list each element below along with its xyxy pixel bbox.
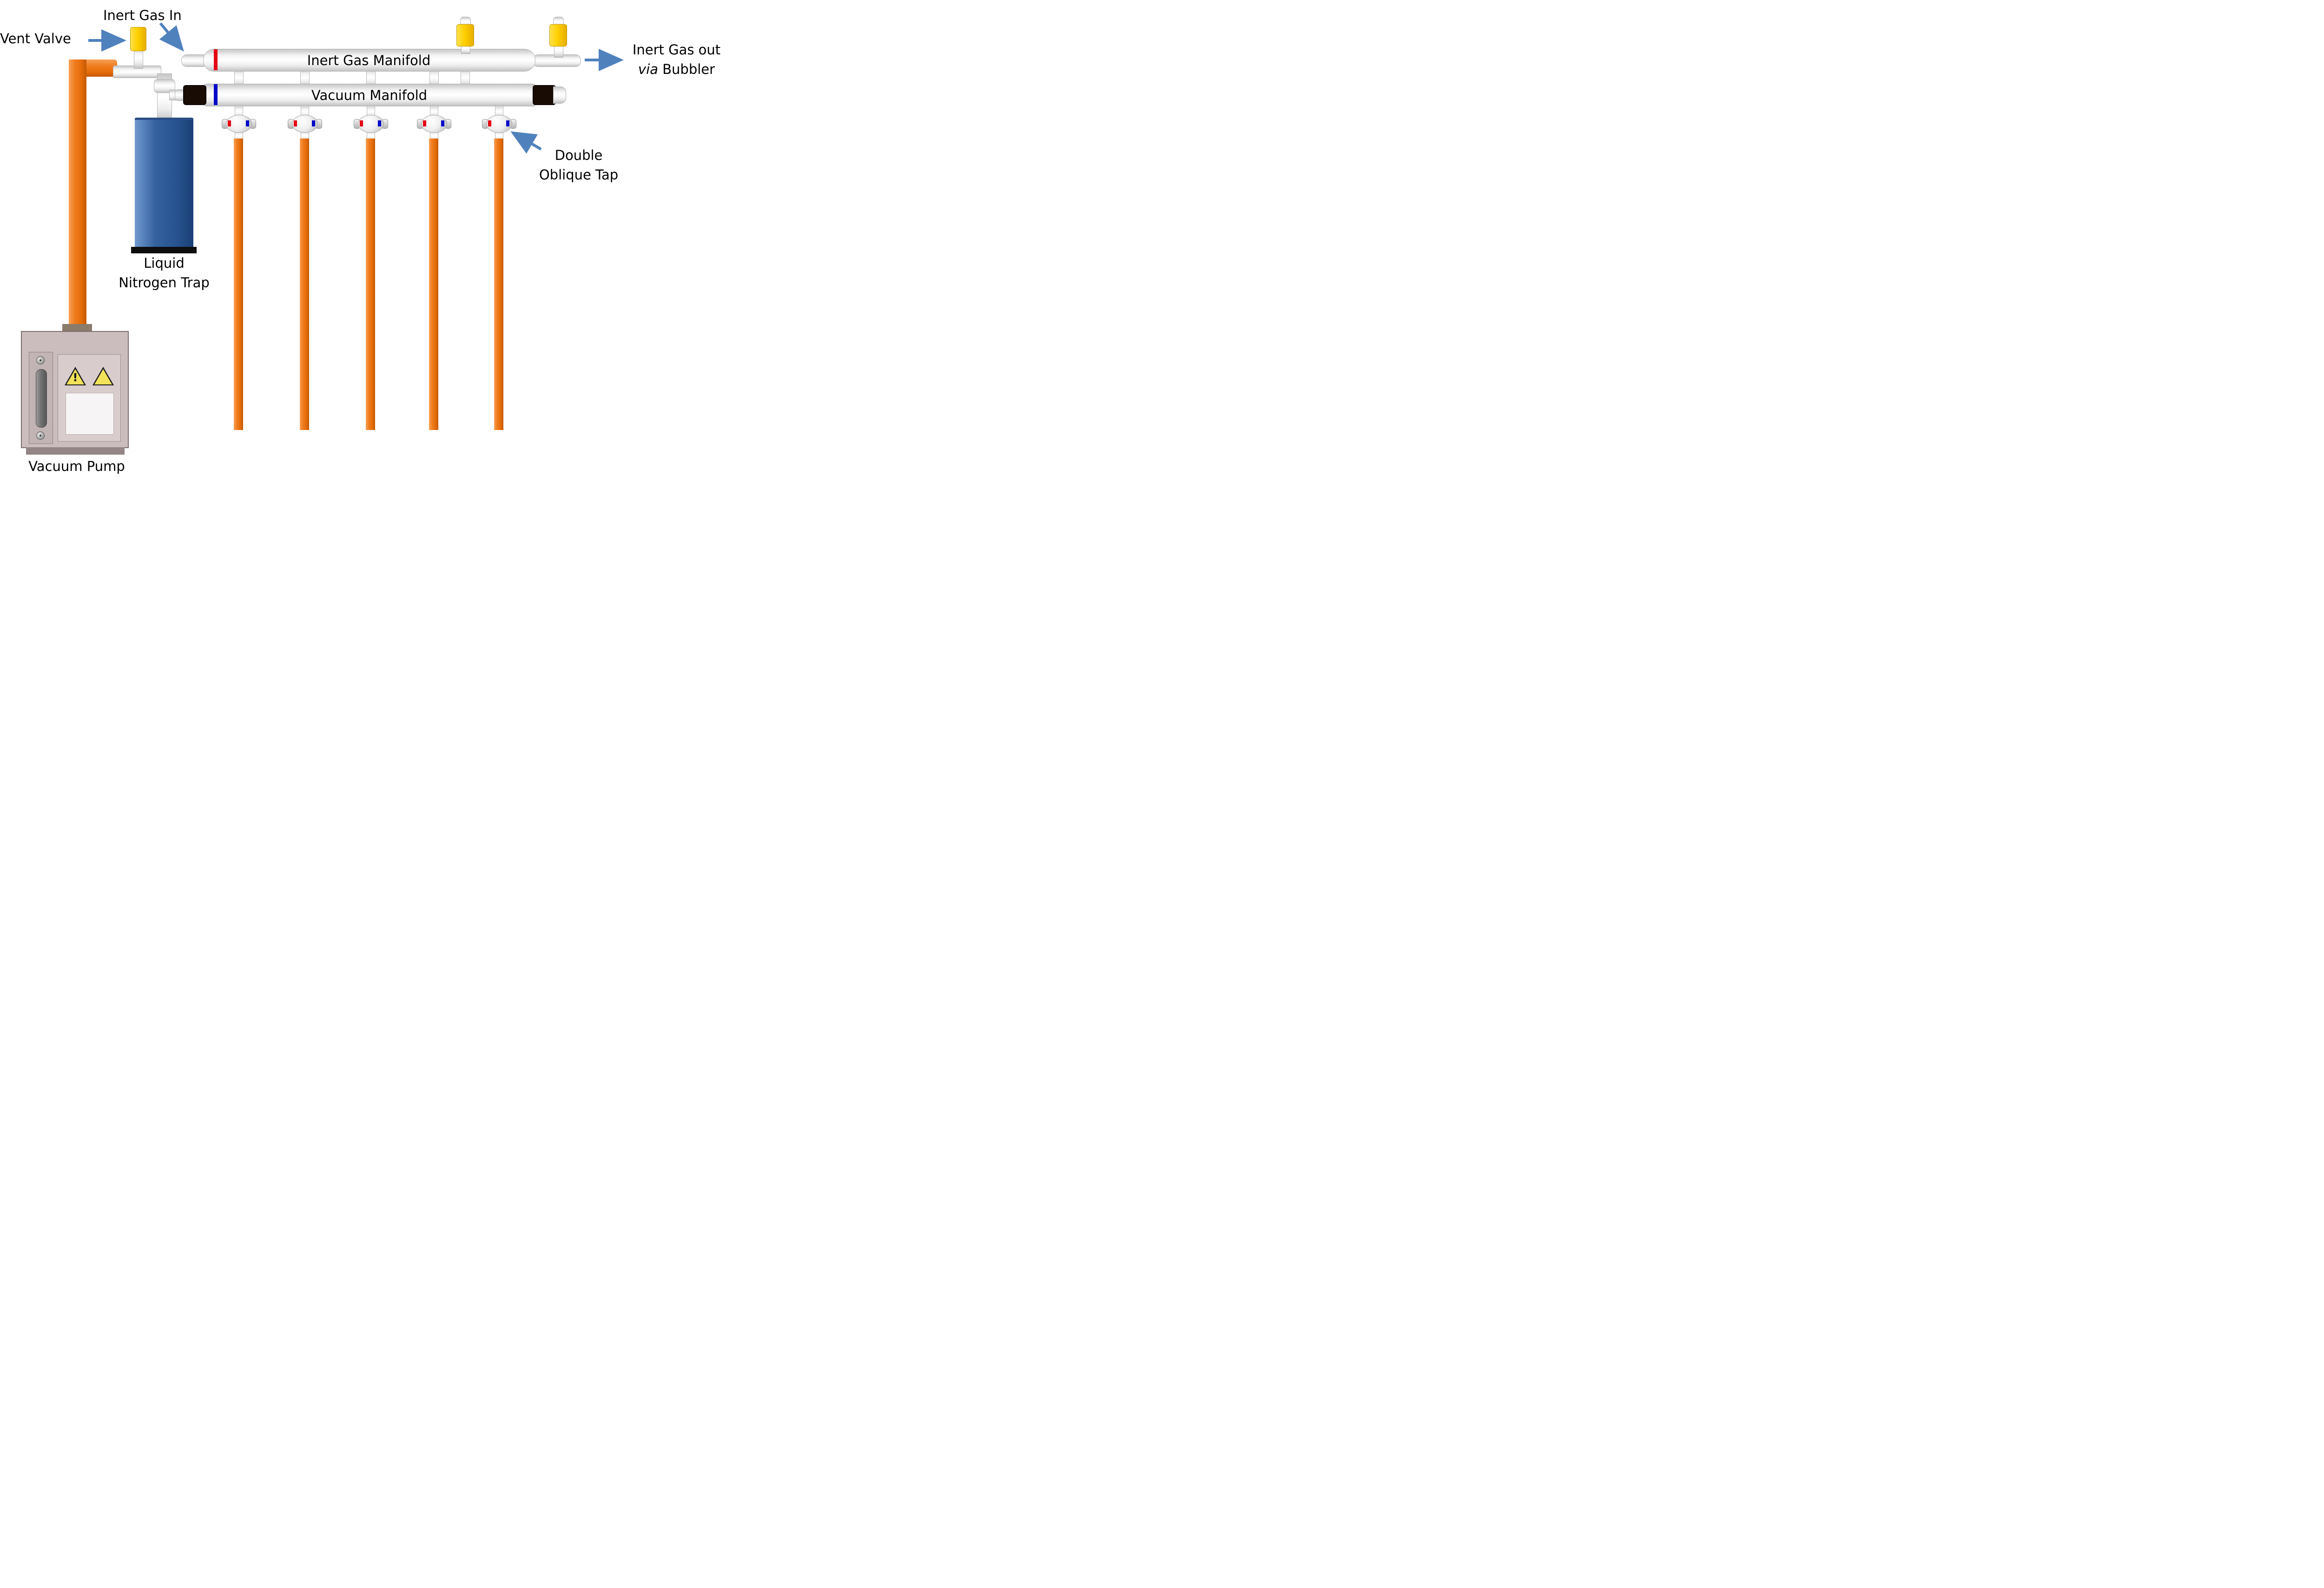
- drop-tube: [366, 139, 375, 430]
- tap-red-mark: [488, 120, 491, 126]
- warning-triangle-icon: !: [65, 367, 86, 385]
- tap-red-mark: [360, 120, 363, 126]
- pump-tube-vertical: [69, 60, 86, 325]
- double-oblique-tap: [288, 105, 322, 142]
- double-oblique-tap-line2: Oblique Tap: [539, 167, 619, 183]
- drop-tube: [429, 139, 438, 430]
- vacuum-pump-label: Vacuum Pump: [28, 458, 125, 474]
- tap-red-mark: [294, 120, 297, 126]
- double-oblique-tap: [417, 105, 451, 142]
- liquid-nitrogen-trap-label: Liquid Nitrogen Trap: [111, 253, 218, 292]
- pump-handle-slot: [36, 369, 47, 428]
- pump-front-panel: !: [58, 354, 121, 442]
- pump-tube-collar: [62, 324, 92, 332]
- double-oblique-tap: [482, 105, 516, 142]
- vacuum-manifold-blue-mark: [214, 84, 218, 105]
- pump-label-plate: [66, 393, 114, 435]
- tap-blue-mark: [506, 120, 509, 126]
- gas-valve: [549, 24, 567, 46]
- drop-tube: [494, 139, 503, 430]
- tap-blue-mark: [246, 120, 249, 126]
- pump-base-strip: [26, 447, 125, 455]
- vacuum-manifold-right-cap: [553, 86, 566, 104]
- vacuum-manifold-right-connector: [533, 85, 556, 105]
- vacuum-manifold-label: Vacuum Manifold: [311, 87, 428, 103]
- tap-red-mark: [228, 120, 231, 126]
- inert-gas-manifold: [203, 49, 535, 72]
- pump-screw: [36, 431, 45, 440]
- vent-valve: [130, 27, 146, 51]
- liquid-nitrogen-trap-base: [131, 247, 197, 253]
- drop-tube: [300, 139, 309, 430]
- schlenk-line-diagram: Inert Gas Manifold Vacuum Manifold: [0, 0, 730, 476]
- inert-gas-manifold-label: Inert Gas Manifold: [307, 53, 431, 68]
- inert-gas-out-bubbler: Bubbler: [662, 61, 715, 77]
- pump-handle-panel: [29, 352, 53, 444]
- double-oblique-tap: [354, 105, 388, 142]
- inert-gas-manifold-right-nozzle: [533, 54, 581, 67]
- inert-gas-out-label: Inert Gas out via Bubbler: [623, 40, 730, 79]
- tap-blue-mark: [378, 120, 381, 126]
- vent-valve-label: Vent Valve: [0, 31, 71, 46]
- liquid-nitrogen-trap: [135, 118, 193, 251]
- double-oblique-tap: [222, 105, 256, 142]
- gas-valve: [456, 24, 474, 46]
- warning-exclamation: !: [73, 371, 78, 384]
- inert-gas-in-arrow: [159, 22, 184, 52]
- warning-triangle-icon: [92, 367, 114, 385]
- inert-gas-manifold-red-mark: [214, 49, 218, 70]
- inert-gas-out-line1: Inert Gas out: [632, 42, 721, 58]
- vacuum-manifold-left-connector: [183, 85, 206, 105]
- pump-screw: [36, 356, 45, 364]
- tap-blue-mark: [312, 120, 315, 126]
- inert-gas-out-via: via: [638, 61, 658, 77]
- liquid-nitrogen-trap-line1: Liquid: [144, 255, 185, 271]
- drop-tube: [234, 139, 243, 430]
- double-oblique-tap-label: Double Oblique Tap: [530, 146, 627, 185]
- vacuum-pump: !: [21, 331, 129, 448]
- double-oblique-tap-line1: Double: [555, 147, 603, 163]
- inert-gas-in-label: Inert Gas In: [103, 7, 182, 23]
- tap-blue-mark: [441, 120, 444, 126]
- tap-red-mark: [423, 120, 426, 126]
- warning-triangle-fill: [94, 369, 112, 384]
- liquid-nitrogen-trap-line2: Nitrogen Trap: [119, 275, 210, 291]
- vacuum-manifold: [203, 84, 536, 106]
